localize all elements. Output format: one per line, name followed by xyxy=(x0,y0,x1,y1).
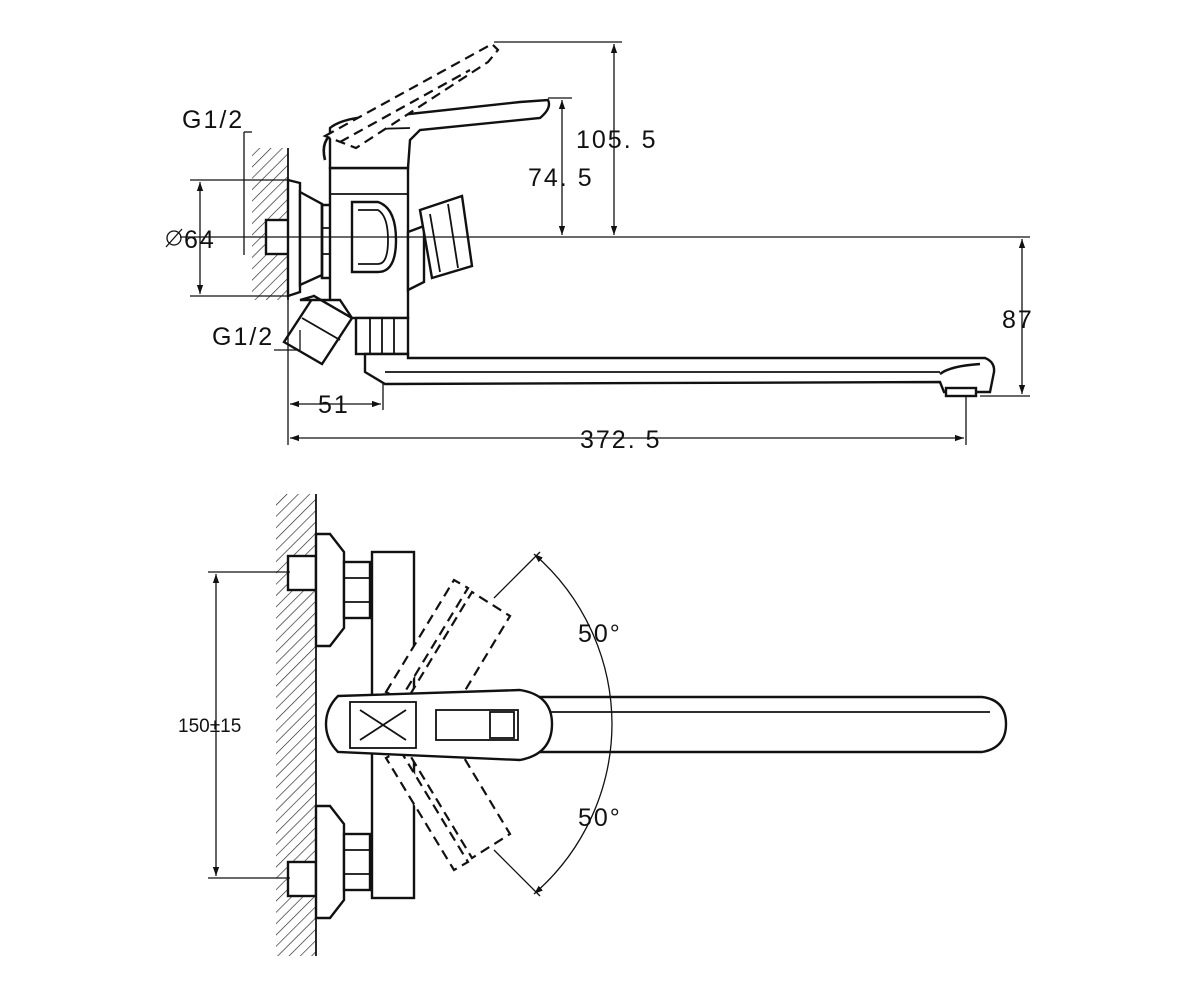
height-lever-closed-label: 74. 5 xyxy=(528,164,594,192)
inlet-thread-bottom-label: G1/2 xyxy=(212,323,274,351)
side-diverter xyxy=(406,194,474,292)
lever-angle-lower-label: 50° xyxy=(578,804,622,832)
spout-height-label: 87 xyxy=(1002,306,1034,334)
dim-overall-length: 372. 5 xyxy=(290,396,967,454)
side-mixer-body xyxy=(328,166,410,320)
top-view: 50° 50° 150±15 xyxy=(178,494,1008,956)
inlet-thread-top-label: G1/2 xyxy=(182,106,244,134)
angle-arc-upper: 50° xyxy=(493,551,622,725)
wall-to-axis-label: 51 xyxy=(318,391,350,419)
inlet-spacing-label: 150±15 xyxy=(178,716,241,737)
dim-wall-to-axis: 51 xyxy=(287,300,384,445)
angle-arc-lower: 50° xyxy=(493,723,622,897)
height-lever-open-label: 105. 5 xyxy=(576,126,658,154)
side-spout xyxy=(363,352,996,398)
side-bottom-outlet xyxy=(282,294,410,366)
dim-height-lever-open: 105. 5 xyxy=(494,41,658,235)
dim-spout-height: 87 xyxy=(980,239,1034,397)
dim-inlet-spacing: 150±15 xyxy=(178,571,290,879)
side-lever-open xyxy=(322,42,500,150)
overall-length-label: 372. 5 xyxy=(580,426,662,454)
top-lower-connection xyxy=(286,804,372,920)
dim-height-lever-closed: 74. 5 xyxy=(528,97,594,235)
dim-inlet-thread-top: G1/2 xyxy=(182,106,252,255)
dim-flange-diameter: 64 xyxy=(165,179,290,297)
lever-angle-upper-label: 50° xyxy=(578,620,622,648)
top-lever xyxy=(324,688,554,762)
top-spout xyxy=(412,695,1008,754)
top-upper-connection xyxy=(286,532,372,648)
side-view: G1/2 64 G1/2 105. 5 74. 5 xyxy=(165,41,1034,454)
dim-inlet-thread-bottom: G1/2 xyxy=(212,323,301,351)
flange-diameter-label: 64 xyxy=(184,226,216,254)
